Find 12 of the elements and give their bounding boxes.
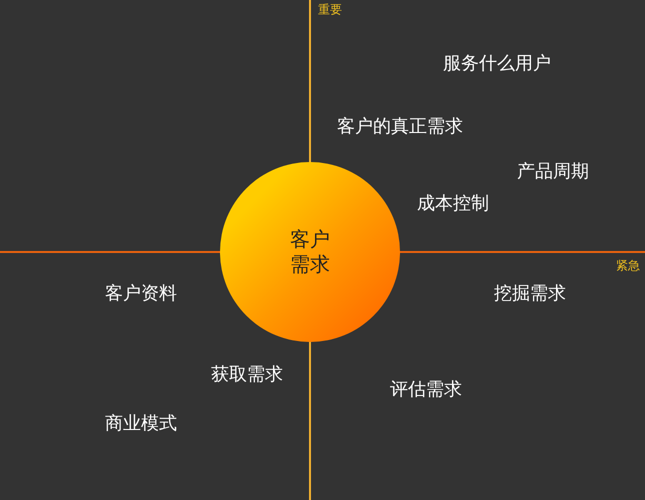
circle-label: 客户需求 — [289, 227, 331, 277]
axis-label: 重要 — [318, 2, 342, 18]
axis-label: 紧急 — [616, 258, 640, 274]
quadrant-label: 成本控制 — [417, 192, 489, 215]
quadrant-label: 商业模式 — [105, 412, 177, 435]
quadrant-label: 挖掘需求 — [494, 282, 566, 305]
quadrant-label: 获取需求 — [211, 363, 283, 386]
quadrant-label: 客户的真正需求 — [337, 115, 463, 138]
quadrant-label: 客户资料 — [105, 282, 177, 305]
quadrant-label: 产品周期 — [517, 160, 589, 183]
quadrant-label: 评估需求 — [390, 378, 462, 401]
quadrant-label: 服务什么用户 — [443, 52, 551, 75]
